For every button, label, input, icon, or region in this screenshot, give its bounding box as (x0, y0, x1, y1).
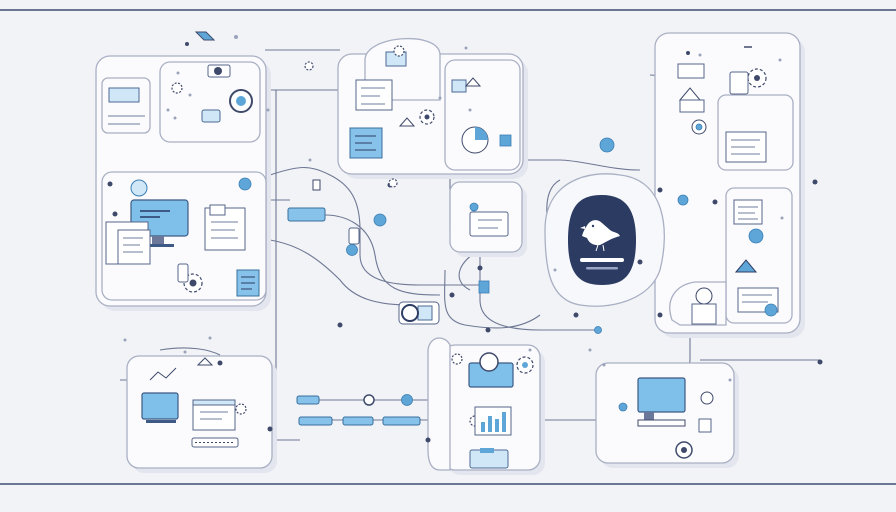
document-icon (737, 287, 779, 317)
chart-icon (461, 126, 489, 154)
notes-icon (236, 269, 260, 297)
flask-icon (312, 179, 321, 191)
keyboard-icon (191, 437, 239, 448)
folder-icon (201, 109, 221, 123)
image-icon (398, 77, 512, 147)
document-icon (204, 204, 246, 251)
user-icon (691, 287, 717, 325)
camera-icon (207, 64, 231, 78)
badge-bar-short (586, 267, 618, 270)
document-icon (725, 131, 767, 163)
rss-icon (686, 46, 752, 55)
lock-icon (729, 71, 749, 95)
document-icon (355, 79, 393, 111)
central-hub (544, 173, 665, 307)
status-pills (296, 395, 421, 426)
gear-icon (235, 403, 247, 415)
bird-icon (580, 220, 620, 252)
monitor-icon (637, 377, 686, 427)
phone-icon (177, 263, 189, 283)
chart-icon (149, 357, 214, 381)
gear-icon (747, 68, 767, 88)
lightbulb-icon (698, 391, 714, 433)
gear-icon (675, 441, 693, 459)
decorative-dots (123, 46, 784, 382)
target-icon (691, 119, 707, 135)
chart-icon (474, 406, 512, 436)
database-icon (398, 301, 440, 325)
document-icon (733, 199, 763, 225)
connector-nodes (107, 137, 823, 443)
gear-icon (516, 356, 534, 374)
browser-icon (108, 87, 145, 125)
chat-icon (469, 202, 509, 237)
input-pill (287, 207, 326, 222)
gear-icon (229, 89, 253, 113)
globe-icon (130, 177, 252, 197)
document-icon (105, 221, 151, 265)
monitor-icon (468, 352, 514, 388)
envelope-icon (677, 63, 705, 113)
monitor-icon (141, 392, 179, 423)
badge-bar (580, 258, 624, 262)
folder-icon (469, 448, 509, 469)
gear-icon (393, 45, 405, 57)
notes-icon (349, 127, 383, 159)
mountain-icon (734, 228, 764, 273)
browser-icon (192, 399, 236, 431)
usb-icon (348, 227, 360, 245)
pen-icon (185, 31, 238, 46)
gear-icon (419, 109, 435, 125)
gear-icon (171, 61, 398, 188)
gear-icon (363, 394, 375, 406)
